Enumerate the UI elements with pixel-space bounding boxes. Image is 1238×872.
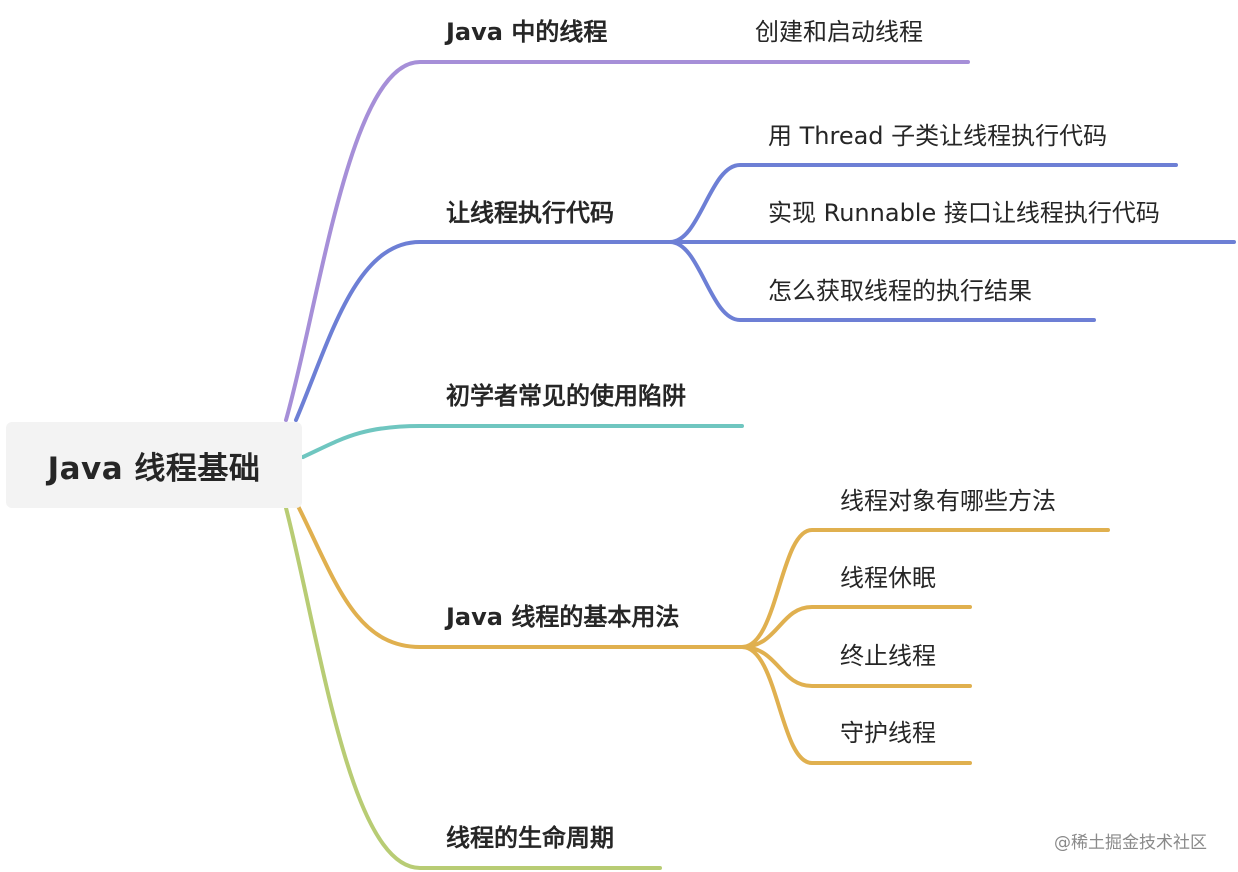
watermark: @稀土掘金技术社区 xyxy=(1054,833,1207,853)
branch-run-code[interactable]: 让线程执行代码 xyxy=(446,199,614,227)
connector-daemon xyxy=(740,645,972,765)
connector-get-result xyxy=(668,240,1096,322)
leaf-thread-methods[interactable]: 线程对象有哪些方法 xyxy=(840,487,1056,515)
leaf-sleep[interactable]: 线程休眠 xyxy=(840,564,936,592)
branch-basic-usage[interactable]: Java 线程的基本用法 xyxy=(446,603,680,631)
root-label: Java 线程基础 xyxy=(47,450,261,487)
leaf-create-start-thread[interactable]: 创建和启动线程 xyxy=(755,18,923,46)
connector-pitfalls xyxy=(301,424,744,459)
leaf-runnable[interactable]: 实现 Runnable 接口让线程执行代码 xyxy=(768,199,1160,227)
leaf-terminate[interactable]: 终止线程 xyxy=(840,642,936,670)
leaf-thread-subclass[interactable]: 用 Thread 子类让线程执行代码 xyxy=(768,122,1108,150)
branch-lifecycle[interactable]: 线程的生命周期 xyxy=(446,824,614,852)
root-node[interactable]: Java 线程基础 xyxy=(6,422,302,508)
branch-pitfalls[interactable]: 初学者常见的使用陷阱 xyxy=(446,382,686,410)
connector-terminate xyxy=(740,645,972,688)
connector-run-code xyxy=(294,240,672,422)
connector-thread-methods xyxy=(740,528,1110,649)
connector-basic-usage xyxy=(296,504,744,649)
branch-java-threads[interactable]: Java 中的线程 xyxy=(446,18,608,46)
connector-thread-subclass xyxy=(668,163,1178,244)
connector-sleep xyxy=(740,605,972,649)
connector-lifecycle xyxy=(284,506,662,870)
connector-java-threads xyxy=(284,60,970,422)
leaf-get-result[interactable]: 怎么获取线程的执行结果 xyxy=(768,277,1032,305)
leaf-daemon[interactable]: 守护线程 xyxy=(840,719,936,747)
